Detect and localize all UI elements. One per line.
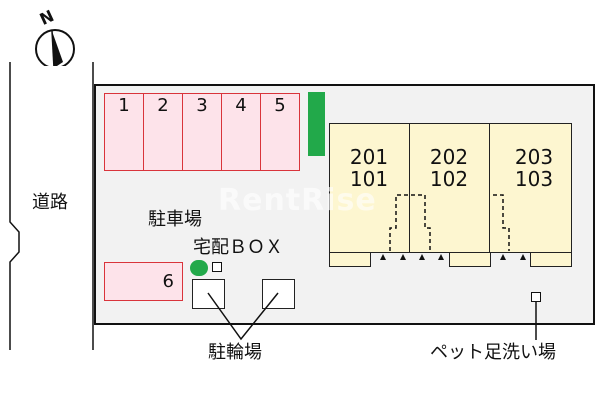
unit-lower-number: 101 [349, 167, 389, 191]
unit-lower-number: 103 [514, 167, 554, 191]
unit-upper-number: 201 [349, 145, 389, 169]
unit-upper-number: 203 [514, 145, 554, 169]
spot-number: 3 [196, 95, 208, 116]
parking-spot-3: 3 [182, 93, 222, 171]
building-unit-1 [329, 123, 410, 253]
pet-wash-icon [531, 292, 541, 302]
bicycle-parking-label: 駐輪場 [208, 342, 262, 363]
parking-spot-2: 2 [143, 93, 183, 171]
pet-wash-label: ペット足洗い場 [430, 342, 556, 363]
unit-3-numbers: 203 103 [494, 146, 574, 190]
spot-number: 1 [118, 95, 130, 116]
parking-spot-6: 6 [104, 262, 183, 301]
unit-upper-number: 202 [429, 145, 469, 169]
spot-number: 2 [157, 95, 169, 116]
porch-2 [449, 252, 491, 267]
green-shrub [190, 260, 208, 276]
delivery-box-label: 宅配ＢＯＸ [193, 237, 283, 258]
unit-lower-number: 102 [429, 167, 469, 191]
unit-2-numbers: 202 102 [409, 146, 489, 190]
unit-1-numbers: 201 101 [329, 146, 409, 190]
green-planting [308, 92, 325, 156]
spot-number: 5 [274, 95, 286, 116]
porch-3 [530, 252, 572, 267]
bicycle-parking-2 [262, 279, 295, 309]
porch-1 [329, 252, 371, 267]
compass-icon [35, 29, 75, 66]
parking-label: 駐車場 [148, 209, 202, 230]
compass: N [30, 6, 80, 66]
spot-number: 4 [235, 95, 247, 116]
road-label: 道路 [32, 192, 68, 213]
spot-number: 6 [162, 271, 174, 292]
watermark: RentRise [218, 183, 377, 218]
parking-spot-5: 5 [260, 93, 300, 171]
delivery-box-icon [212, 262, 222, 272]
